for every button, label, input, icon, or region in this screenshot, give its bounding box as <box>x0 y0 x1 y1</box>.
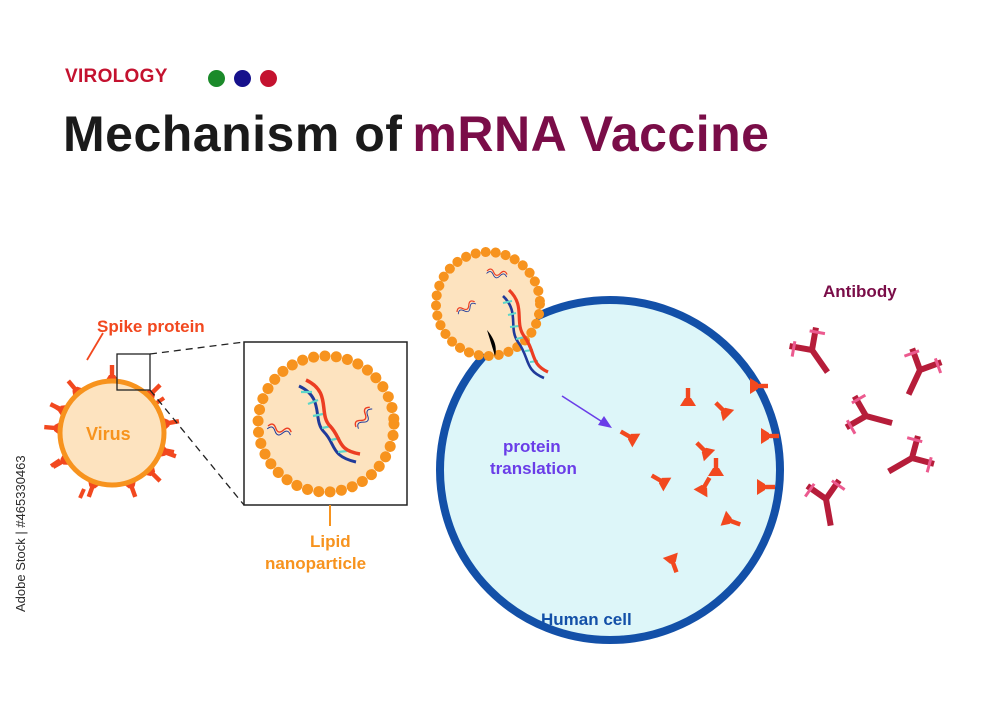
human-cell-label: Human cell <box>541 610 632 629</box>
mrna-strand-large <box>298 378 361 464</box>
mrna-strand-entering <box>502 288 549 380</box>
virus-body <box>57 378 167 488</box>
lipid-label-line1: Lipid <box>310 532 351 551</box>
antibody-icon <box>881 432 937 487</box>
lipid-nanoparticle-large <box>252 350 400 498</box>
antibody-icon <box>844 392 894 441</box>
category-dots <box>208 70 277 87</box>
green-dot-icon <box>208 70 225 87</box>
translation-arrow <box>561 395 605 424</box>
stock-id-text: Adobe Stock | #465330463 <box>13 455 28 612</box>
protein-translation-line1: protein <box>503 437 561 456</box>
arrow-head-icon <box>598 416 612 428</box>
virus-particle <box>43 365 181 500</box>
spike-protein-label: Spike protein <box>97 317 205 336</box>
antibody-label: Antibody <box>823 282 897 301</box>
title-highlight: mRNA Vaccine <box>412 106 770 162</box>
title-main: Mechanism of <box>63 106 403 162</box>
category-label: VIROLOGY <box>65 66 168 87</box>
lipid-core <box>260 358 392 490</box>
protein-translation-line2: translation <box>490 459 577 478</box>
stock-watermark: Adobe Stock | #465330463 <box>10 455 30 612</box>
virus-short-spike <box>78 488 86 499</box>
human-cell <box>436 296 784 644</box>
lipid-bead-ring <box>252 350 400 498</box>
lipid-nanoparticle-small <box>431 247 545 361</box>
spike-protein-pointer <box>86 332 104 361</box>
antibody-icon <box>803 479 850 526</box>
antibody-icon <box>892 346 946 400</box>
zoom-selection-box <box>116 353 151 391</box>
red-dot-icon <box>260 70 277 87</box>
zoom-guide-line <box>149 341 245 355</box>
blue-dot-icon <box>234 70 251 87</box>
lipid-label-line2: nanoparticle <box>265 554 367 573</box>
virus-label: Virus <box>86 424 131 444</box>
antibody-icon <box>786 325 842 382</box>
zoom-guide-line <box>149 389 245 506</box>
